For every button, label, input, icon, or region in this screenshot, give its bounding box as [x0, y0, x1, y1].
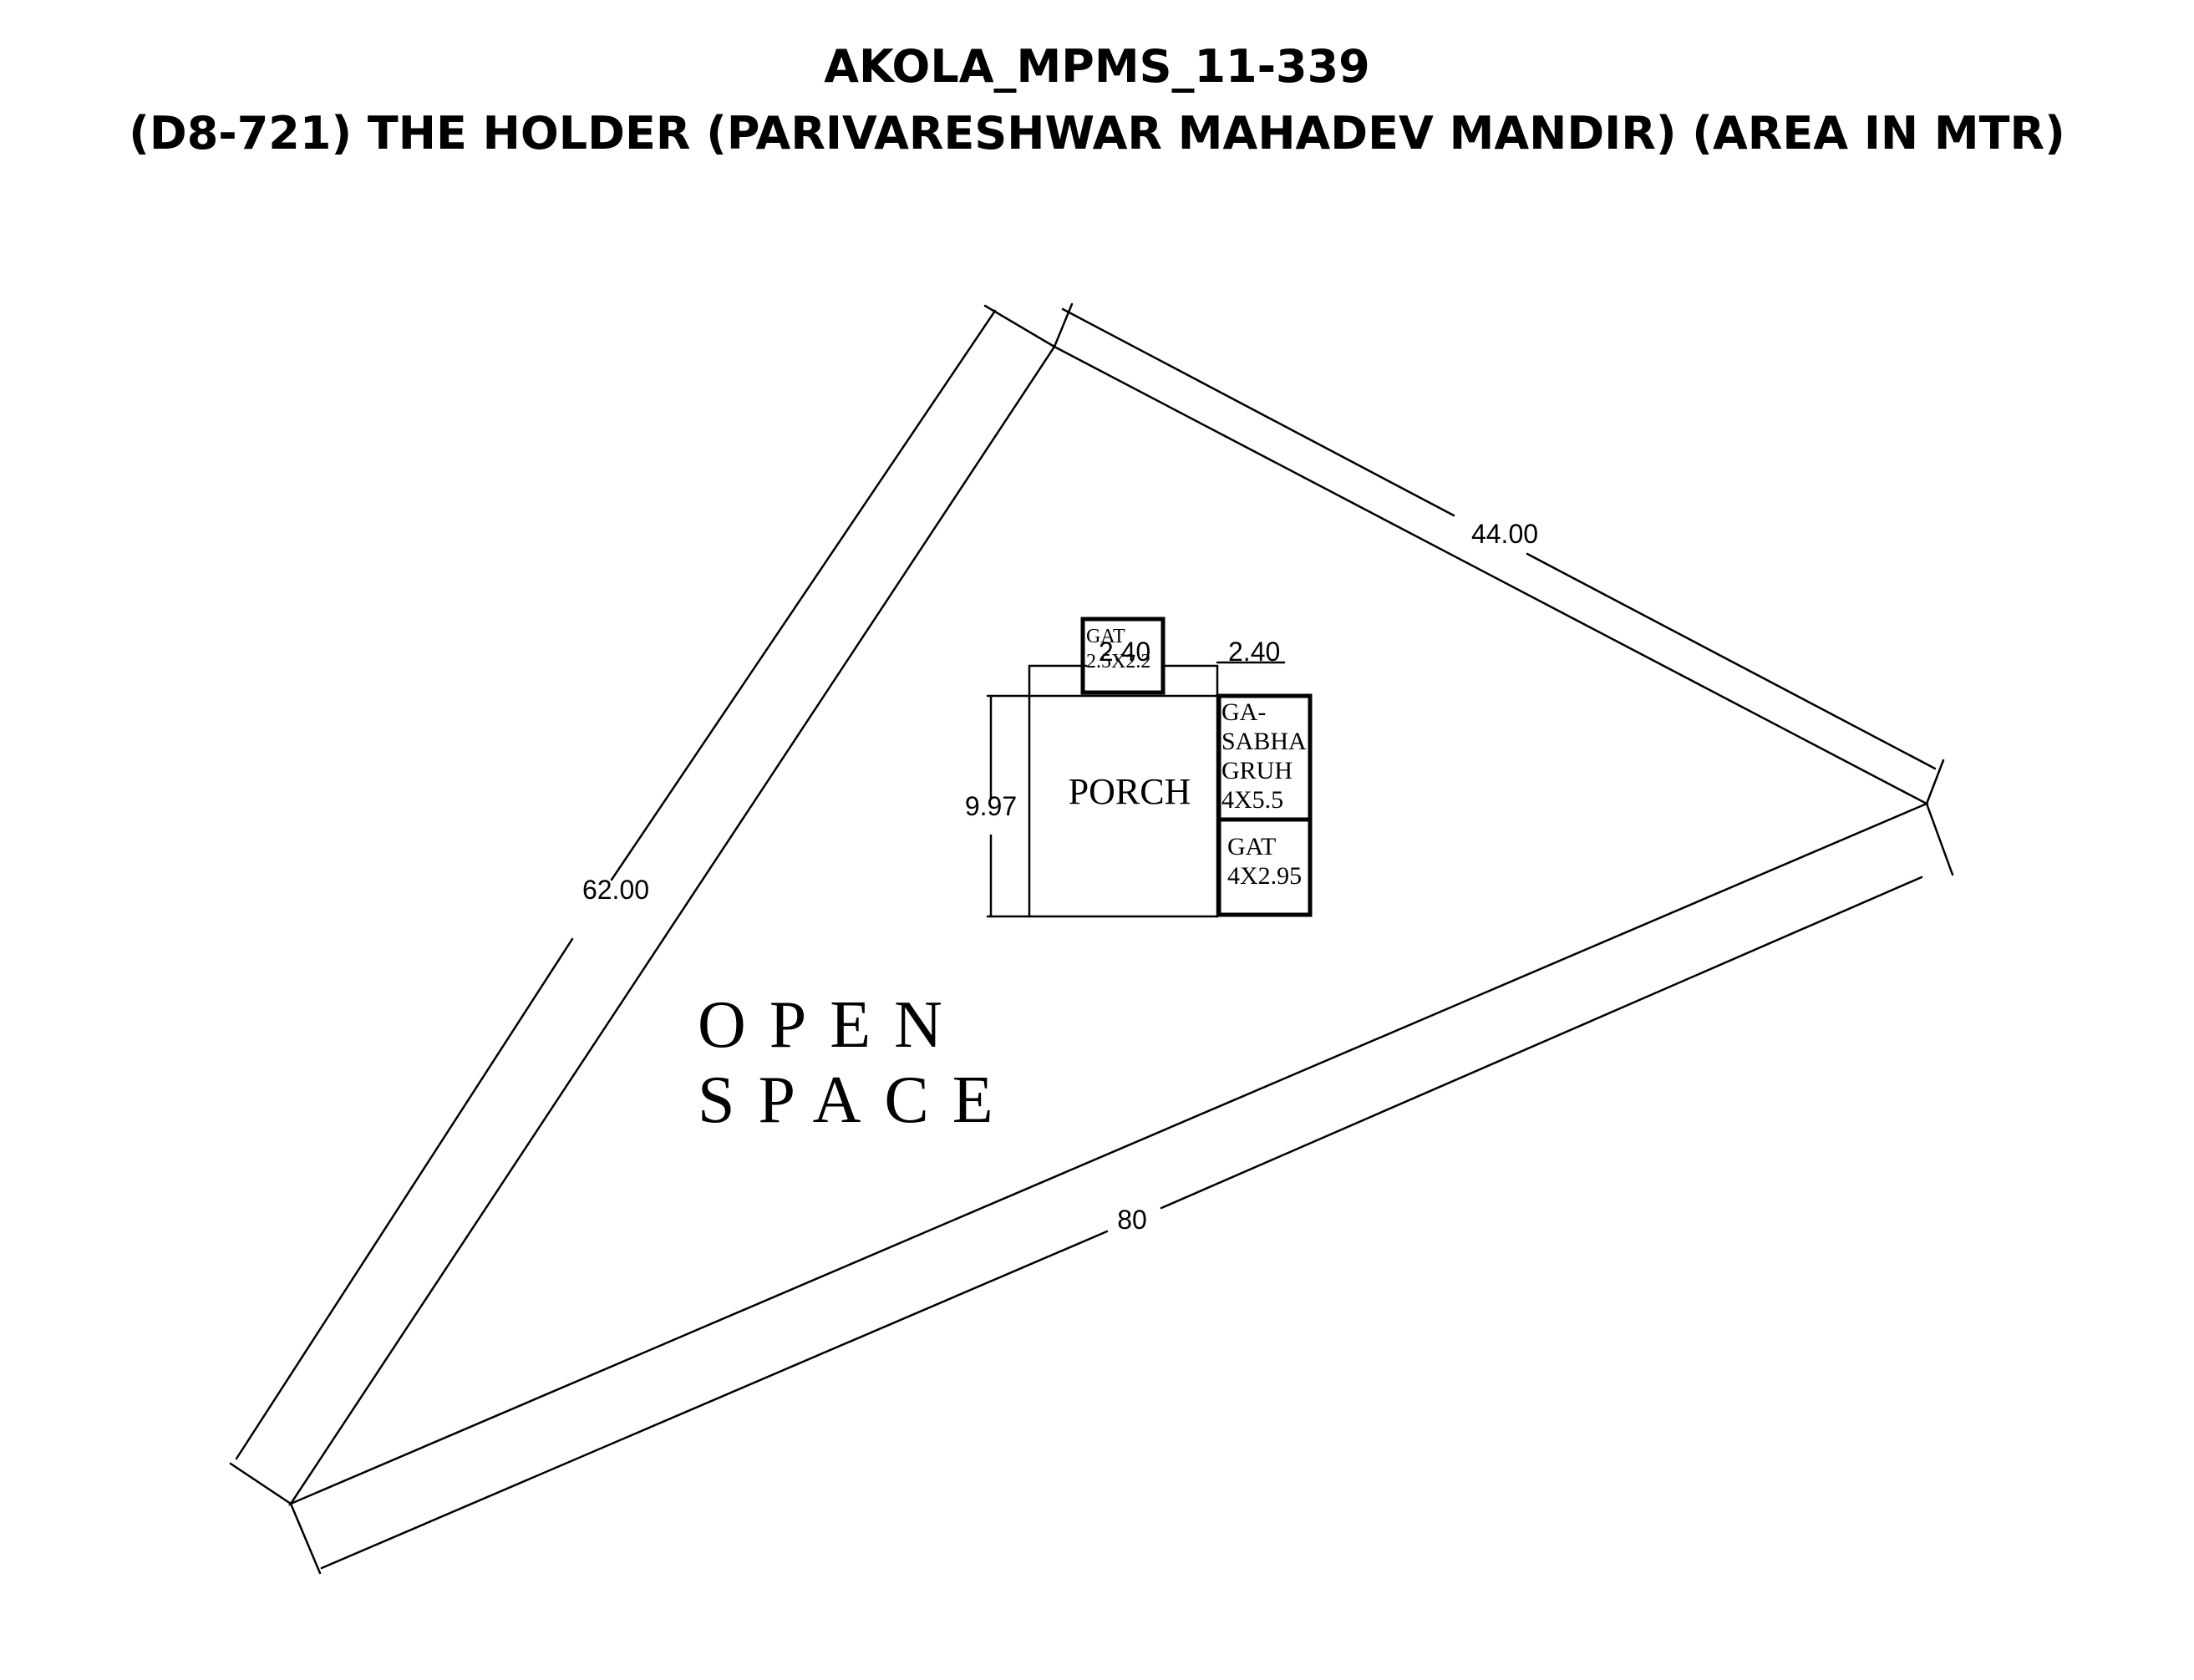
extension-line — [289, 1502, 322, 1575]
dimension-label-bottom: 80 — [1117, 1205, 1147, 1235]
gat-bottom-room — [1216, 817, 1313, 917]
gat-bottom-label: GAT — [1227, 833, 1276, 860]
page-subtitle: (D8-721) THE HOLDER (PARIVARESHWAR MAHAD… — [129, 107, 2065, 160]
gat-top-room — [1080, 617, 1166, 695]
plot-boundary — [287, 345, 1929, 1506]
dimension-label-left: 62.00 — [582, 875, 649, 905]
porch-label: PORCH — [1069, 771, 1191, 812]
extension-line — [229, 1462, 292, 1505]
sabha-gruh-label: SABHA — [1221, 728, 1307, 755]
porch-height-label: 9.97 — [965, 791, 1017, 821]
extension-line — [1053, 302, 1074, 348]
gat-top-size-label: 2.5X2.2 — [1086, 651, 1150, 673]
sabha-gruh-size-label: 4X5.5 — [1221, 786, 1283, 814]
extension-line — [1925, 802, 1954, 876]
dimension-line-bottom — [320, 1230, 1109, 1570]
gat-top-label: GAT — [1086, 626, 1125, 647]
porch-width-label: 2.40 — [1099, 637, 1150, 667]
dimension-line-left — [235, 937, 574, 1460]
dimension-line-top-right — [1061, 307, 1455, 517]
dimension-line-bottom — [1160, 876, 1923, 1210]
sabha-gruh-label: GRUH — [1221, 757, 1293, 784]
extension-line — [1925, 759, 1945, 805]
dimension-label-top-right: 44.00 — [1471, 519, 1538, 549]
open-space-label: SPACE — [698, 1063, 1017, 1137]
side-width-label: 2.40 — [1228, 637, 1280, 667]
open-space-label: OPEN — [698, 988, 966, 1062]
sabha-gruh-label: GA- — [1221, 698, 1266, 726]
page-title: AKOLA_MPMS_11-339 — [824, 40, 1370, 93]
dimension-line-top-right — [1526, 552, 1937, 770]
dimension-line-left — [610, 309, 997, 881]
extension-line — [983, 304, 1056, 348]
gat-bottom-size-label: 4X2.95 — [1227, 862, 1302, 890]
